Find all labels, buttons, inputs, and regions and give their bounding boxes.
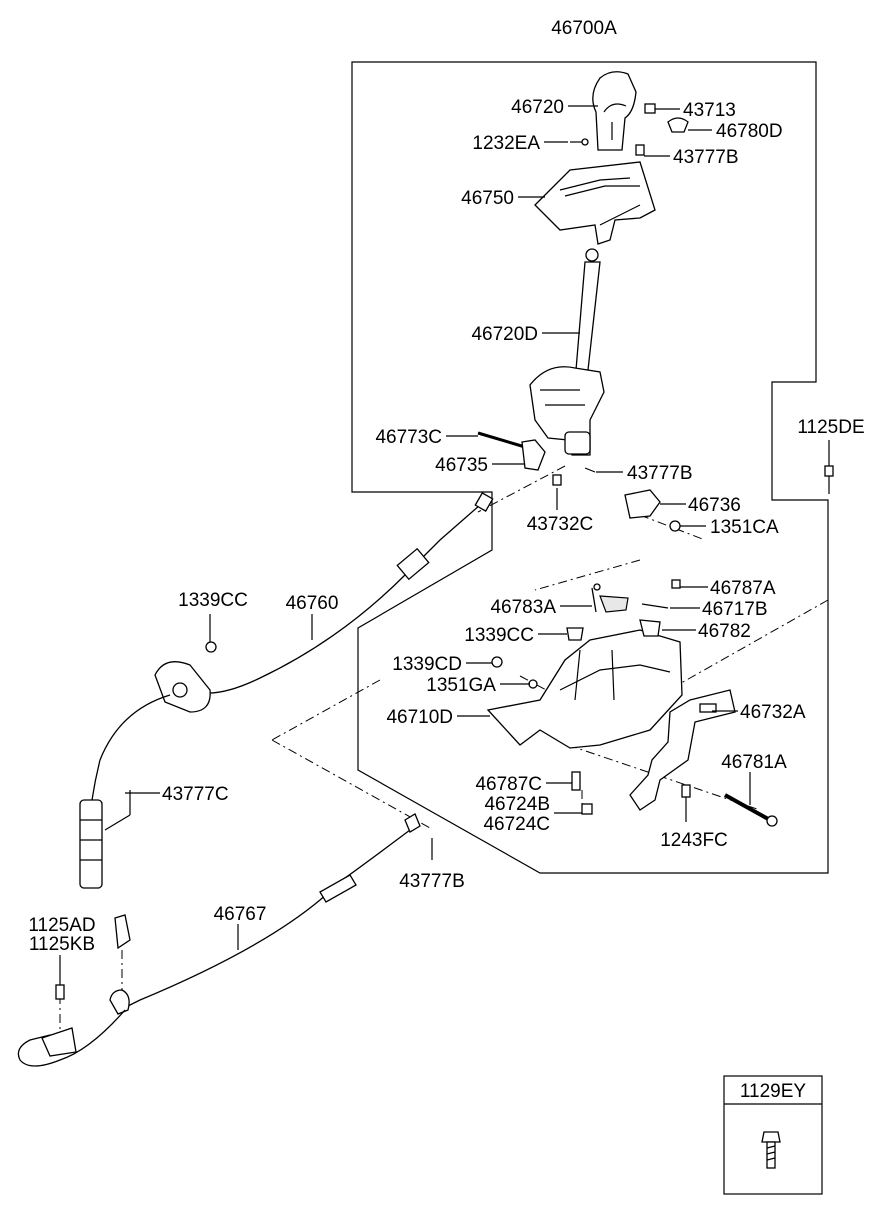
label-46717B: 46717B xyxy=(702,599,768,620)
indicator-cover-part xyxy=(534,161,656,245)
label-46782: 46782 xyxy=(698,621,751,642)
reference-lines xyxy=(59,465,829,1040)
label-1351CA: 1351CA xyxy=(710,517,779,538)
label-assembly: 46700A xyxy=(551,18,617,39)
label-1351GA: 1351GA xyxy=(426,675,496,696)
label-46724C: 46724C xyxy=(483,814,550,835)
part-labels: 46700A 46720 43713 46780D 1232EA 43777B … xyxy=(28,18,864,955)
label-43777C: 43777C xyxy=(162,784,229,805)
label-46720D: 46720D xyxy=(471,324,538,345)
label-46787A: 46787A xyxy=(710,578,776,599)
label-46760: 46760 xyxy=(286,593,339,614)
label-1125DE: 1125DE xyxy=(797,417,864,438)
label-46780D: 46780D xyxy=(716,121,783,142)
label-46787C: 46787C xyxy=(475,774,542,795)
label-46736: 46736 xyxy=(688,495,741,516)
label-43732C: 43732C xyxy=(527,514,594,535)
label-46724B: 46724B xyxy=(484,794,550,815)
label-1232EA: 1232EA xyxy=(472,133,540,154)
label-1339CC-right: 1339CC xyxy=(464,625,534,646)
legend-box: 1129EY xyxy=(723,1075,823,1195)
assembly-frame xyxy=(351,61,829,874)
label-43777B-bottom: 43777B xyxy=(399,871,465,892)
shift-knob-part xyxy=(570,71,689,156)
label-1125KB: 1125KB xyxy=(29,934,95,955)
cable-46767-part xyxy=(17,813,421,1067)
label-46767: 46767 xyxy=(214,904,267,925)
label-43777B-top: 43777B xyxy=(673,147,739,168)
bolt-icon xyxy=(761,1131,781,1169)
cable-46760-part xyxy=(79,492,494,889)
label-46710D: 46710D xyxy=(386,707,453,728)
bottom-bolts-part xyxy=(571,771,778,827)
label-46720: 46720 xyxy=(511,97,564,118)
label-46750: 46750 xyxy=(461,188,514,209)
shift-lever-part xyxy=(529,248,605,456)
label-43713: 43713 xyxy=(683,100,736,121)
base-bracket-part xyxy=(486,579,683,749)
label-1125AD: 1125AD xyxy=(28,915,95,936)
leader-lines xyxy=(59,105,830,985)
label-1339CC-left: 1339CC xyxy=(178,590,248,611)
plate-46732A-part xyxy=(629,689,736,811)
label-46773C: 46773C xyxy=(375,427,442,448)
label-46781A: 46781A xyxy=(721,752,787,773)
label-46783A: 46783A xyxy=(490,597,556,618)
label-46735: 46735 xyxy=(435,455,488,476)
label-43777B-mid: 43777B xyxy=(627,463,693,484)
legend-code: 1129EY xyxy=(740,1081,807,1102)
label-1339CD: 1339CD xyxy=(392,654,462,675)
pin-detent-parts xyxy=(477,431,596,486)
label-1243FC: 1243FC xyxy=(660,830,728,851)
label-46732A: 46732A xyxy=(740,702,806,723)
